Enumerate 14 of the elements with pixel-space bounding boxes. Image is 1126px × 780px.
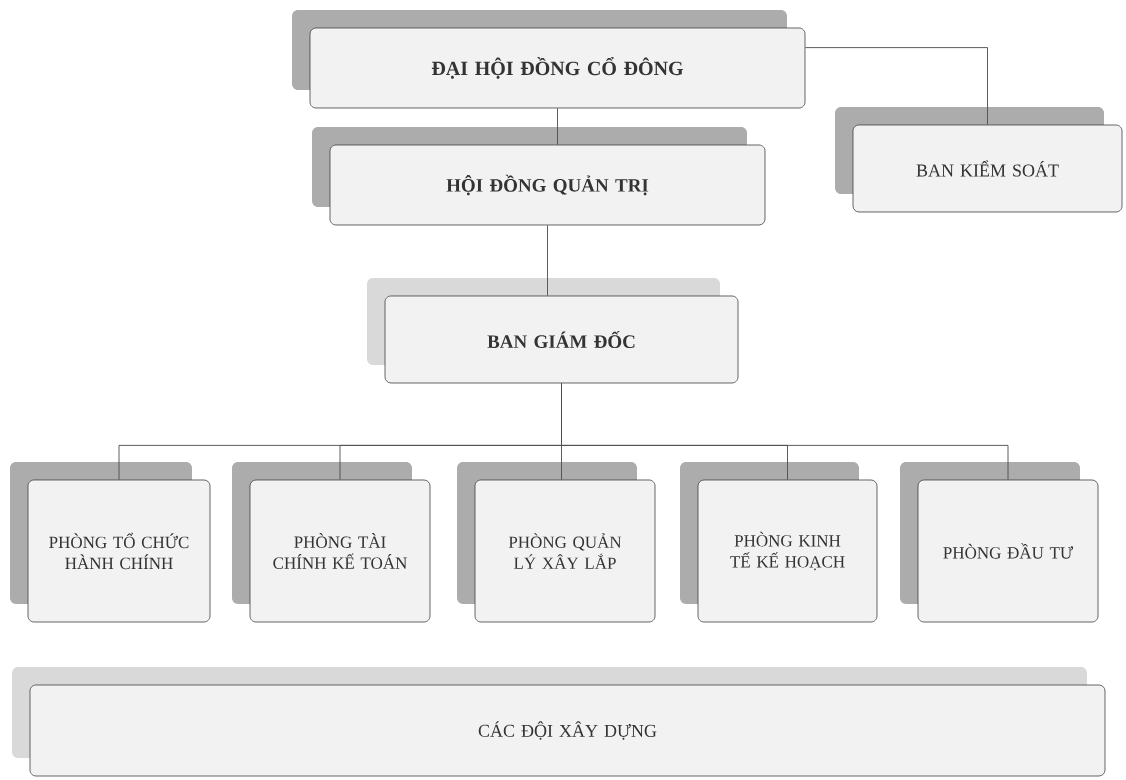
org-box: PHÒNG KINH TẾ KẾ HOẠCH: [680, 462, 878, 623]
org-box: PHÒNG TÀI CHÍNH KẾ TOÁN: [232, 462, 431, 623]
org-box: CÁC ĐỘI XÂY DỰNG: [12, 667, 1106, 777]
org-box: PHÒNG QUẢN LÝ XÂY LẮP: [457, 462, 656, 623]
org-box: HỘI ĐỒNG QUẢN TRỊ: [312, 127, 766, 226]
connector-line: [557, 107, 558, 146]
connector-line: [547, 224, 548, 297]
connector-line: [561, 382, 1009, 481]
org-box: PHÒNG ĐẦU TƯ: [900, 462, 1099, 623]
org-box: BAN KIỂM SOÁT: [835, 107, 1123, 213]
connector-line: [804, 47, 988, 126]
org-box: BAN GIÁM ĐỐC: [367, 278, 739, 384]
org-box: ĐẠI HỘI ĐỒNG CỔ ĐÔNG: [292, 10, 806, 109]
org-box: PHÒNG TỔ CHỨC HÀNH CHÍNH: [10, 462, 211, 623]
